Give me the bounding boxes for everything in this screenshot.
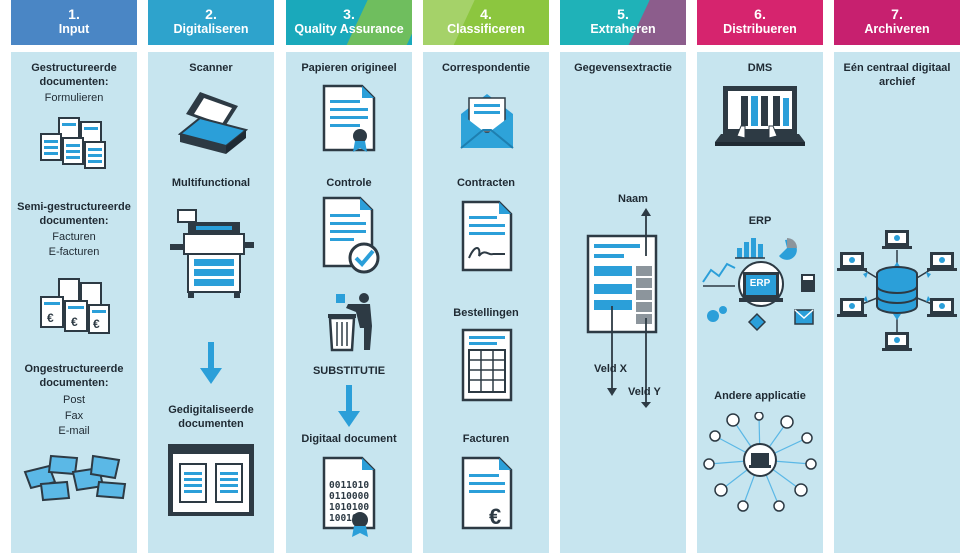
svg-text:€: € (93, 317, 100, 331)
item-label: DMS (747, 62, 773, 74)
item-label: Andere applicatie (714, 390, 806, 402)
step-title: Classificeren (447, 22, 525, 36)
field-label-naam: Naam (618, 193, 648, 205)
step-header-archiveren: 7. Archiveren (834, 0, 960, 45)
field-label-veld-x: Veld X (594, 363, 628, 375)
item-sub: E-mail (58, 425, 90, 437)
item-label: Controle (326, 177, 372, 189)
svg-text:€: € (47, 311, 54, 325)
step-number: 5. (617, 6, 629, 22)
multifunctional-printer-icon (170, 209, 254, 298)
step-title: Input (58, 22, 90, 36)
step-title: Extraheren (590, 22, 656, 36)
step-number: 2. (205, 6, 217, 22)
step-header-classificeren: 4. Classificeren (423, 0, 549, 45)
item-label: Papieren origineel (301, 62, 397, 74)
step-panel: Scanner Multifunctional Gedigitaliseerde… (148, 52, 274, 553)
step-header-distribueren: 6. Distribueren (697, 0, 823, 45)
item-label: Bestellingen (453, 307, 519, 319)
trash-bin-person-icon (328, 293, 372, 352)
step-header-extraheren: 5. Extraheren (560, 0, 686, 45)
step-title: Distribueren (723, 22, 797, 36)
step-distribueren: 6. Distribueren DMS ERP (697, 0, 823, 553)
item-label: Correspondentie (441, 62, 530, 74)
certified-document-icon (322, 84, 376, 152)
item-sub: Formulieren (44, 92, 104, 104)
binary-line: 10010 (329, 513, 358, 524)
svg-text:€: € (71, 315, 78, 329)
field-label-veld-y: Veld Y (628, 386, 661, 398)
step-number: 3. (343, 6, 355, 22)
network-icon (703, 412, 817, 512)
euro-invoice-icon: € (461, 456, 513, 530)
item-label: Gestructureerde documenten: (31, 62, 117, 88)
item-label: Multifunctional (171, 177, 251, 189)
binary-line: 0110000 (329, 491, 370, 502)
erp-center-label: ERP (749, 278, 771, 289)
item-label: Contracten (456, 177, 516, 189)
scanner-icon (177, 92, 249, 154)
item-sub: E-facturen (48, 246, 100, 258)
step-panel: DMS ERP (697, 52, 823, 553)
checked-document-icon (322, 196, 380, 274)
euro-invoices-icon: € € € (40, 278, 110, 334)
step-header-digitaliseren: 2. Digitaliseren (148, 0, 274, 45)
item-label: Semi-gestructureerde documenten: (17, 201, 131, 227)
step-title: Archiveren (864, 22, 930, 36)
step-number: 6. (754, 6, 766, 22)
item-sub: Fax (64, 410, 84, 422)
item-label: Ongestructureerde documenten: (24, 363, 124, 389)
step-panel: Papieren origineel Controle SUBSTITUTIE (286, 52, 412, 553)
order-form-icon (461, 328, 513, 402)
item-label: Digitaal document (301, 433, 397, 445)
step-header-input: 1. Input (11, 0, 137, 45)
step-digitaliseren: 2. Digitaliseren Scanner Multifunctional… (148, 0, 274, 553)
open-envelope-icon (460, 94, 514, 149)
item-sub: Post (62, 394, 85, 406)
signed-contract-icon (461, 200, 513, 272)
item-sub: Facturen (52, 231, 96, 243)
step-input: 1. Input Gestructureerde documenten: For… (11, 0, 137, 553)
item-label: Facturen (462, 433, 510, 445)
step-classificeren: 4. Classificeren Correspondentie Contrac… (423, 0, 549, 553)
binary-line: 0011010 (329, 480, 370, 491)
item-label: Gegevensextractie (574, 62, 672, 74)
stacked-forms-icon (40, 117, 106, 169)
step-number: 4. (480, 6, 492, 22)
step-quality-assurance: 3. Quality Assurance Papieren origineel … (286, 0, 412, 553)
step-panel: Correspondentie Contracten Bestellingen … (423, 52, 549, 553)
extraction-form-icon (586, 208, 658, 408)
svg-text:€: € (489, 504, 501, 529)
scattered-papers-icon (23, 454, 127, 502)
step-header-quality-assurance: 3. Quality Assurance (286, 0, 412, 45)
item-label: Gedigitaliseerde documenten (168, 404, 254, 430)
step-panel: Eén centraal digitaal archief (834, 52, 960, 553)
step-number: 7. (891, 6, 903, 22)
binary-document-icon: 0011010 0110000 1010100 10010 (320, 456, 380, 538)
item-label: Eén centraal digitaal archief (843, 62, 951, 88)
step-archiveren: 7. Archiveren Eén centraal digitaal arch… (834, 0, 960, 553)
binary-line: 1010100 (329, 502, 370, 513)
item-label: ERP (748, 215, 772, 227)
arrow-down-icon (338, 385, 360, 427)
erp-hub-icon: ERP (699, 230, 821, 342)
arrow-down-icon (200, 342, 222, 384)
digital-documents-window-icon (168, 444, 254, 516)
item-label: SUBSTITUTIE (312, 365, 386, 377)
step-title: Quality Assurance (294, 22, 404, 36)
item-label: Scanner (189, 62, 233, 74)
step-panel: Gegevensextractie Naam Veld X Veld Y (560, 52, 686, 553)
step-number: 1. (68, 6, 80, 22)
step-extraheren: 5. Extraheren Gegevensextractie Naam Vel… (560, 0, 686, 553)
step-panel: Gestructureerde documenten: Formulieren … (11, 52, 137, 553)
step-title: Digitaliseren (173, 22, 249, 36)
central-database-icon (837, 230, 957, 351)
laptop-binders-icon (715, 86, 805, 146)
